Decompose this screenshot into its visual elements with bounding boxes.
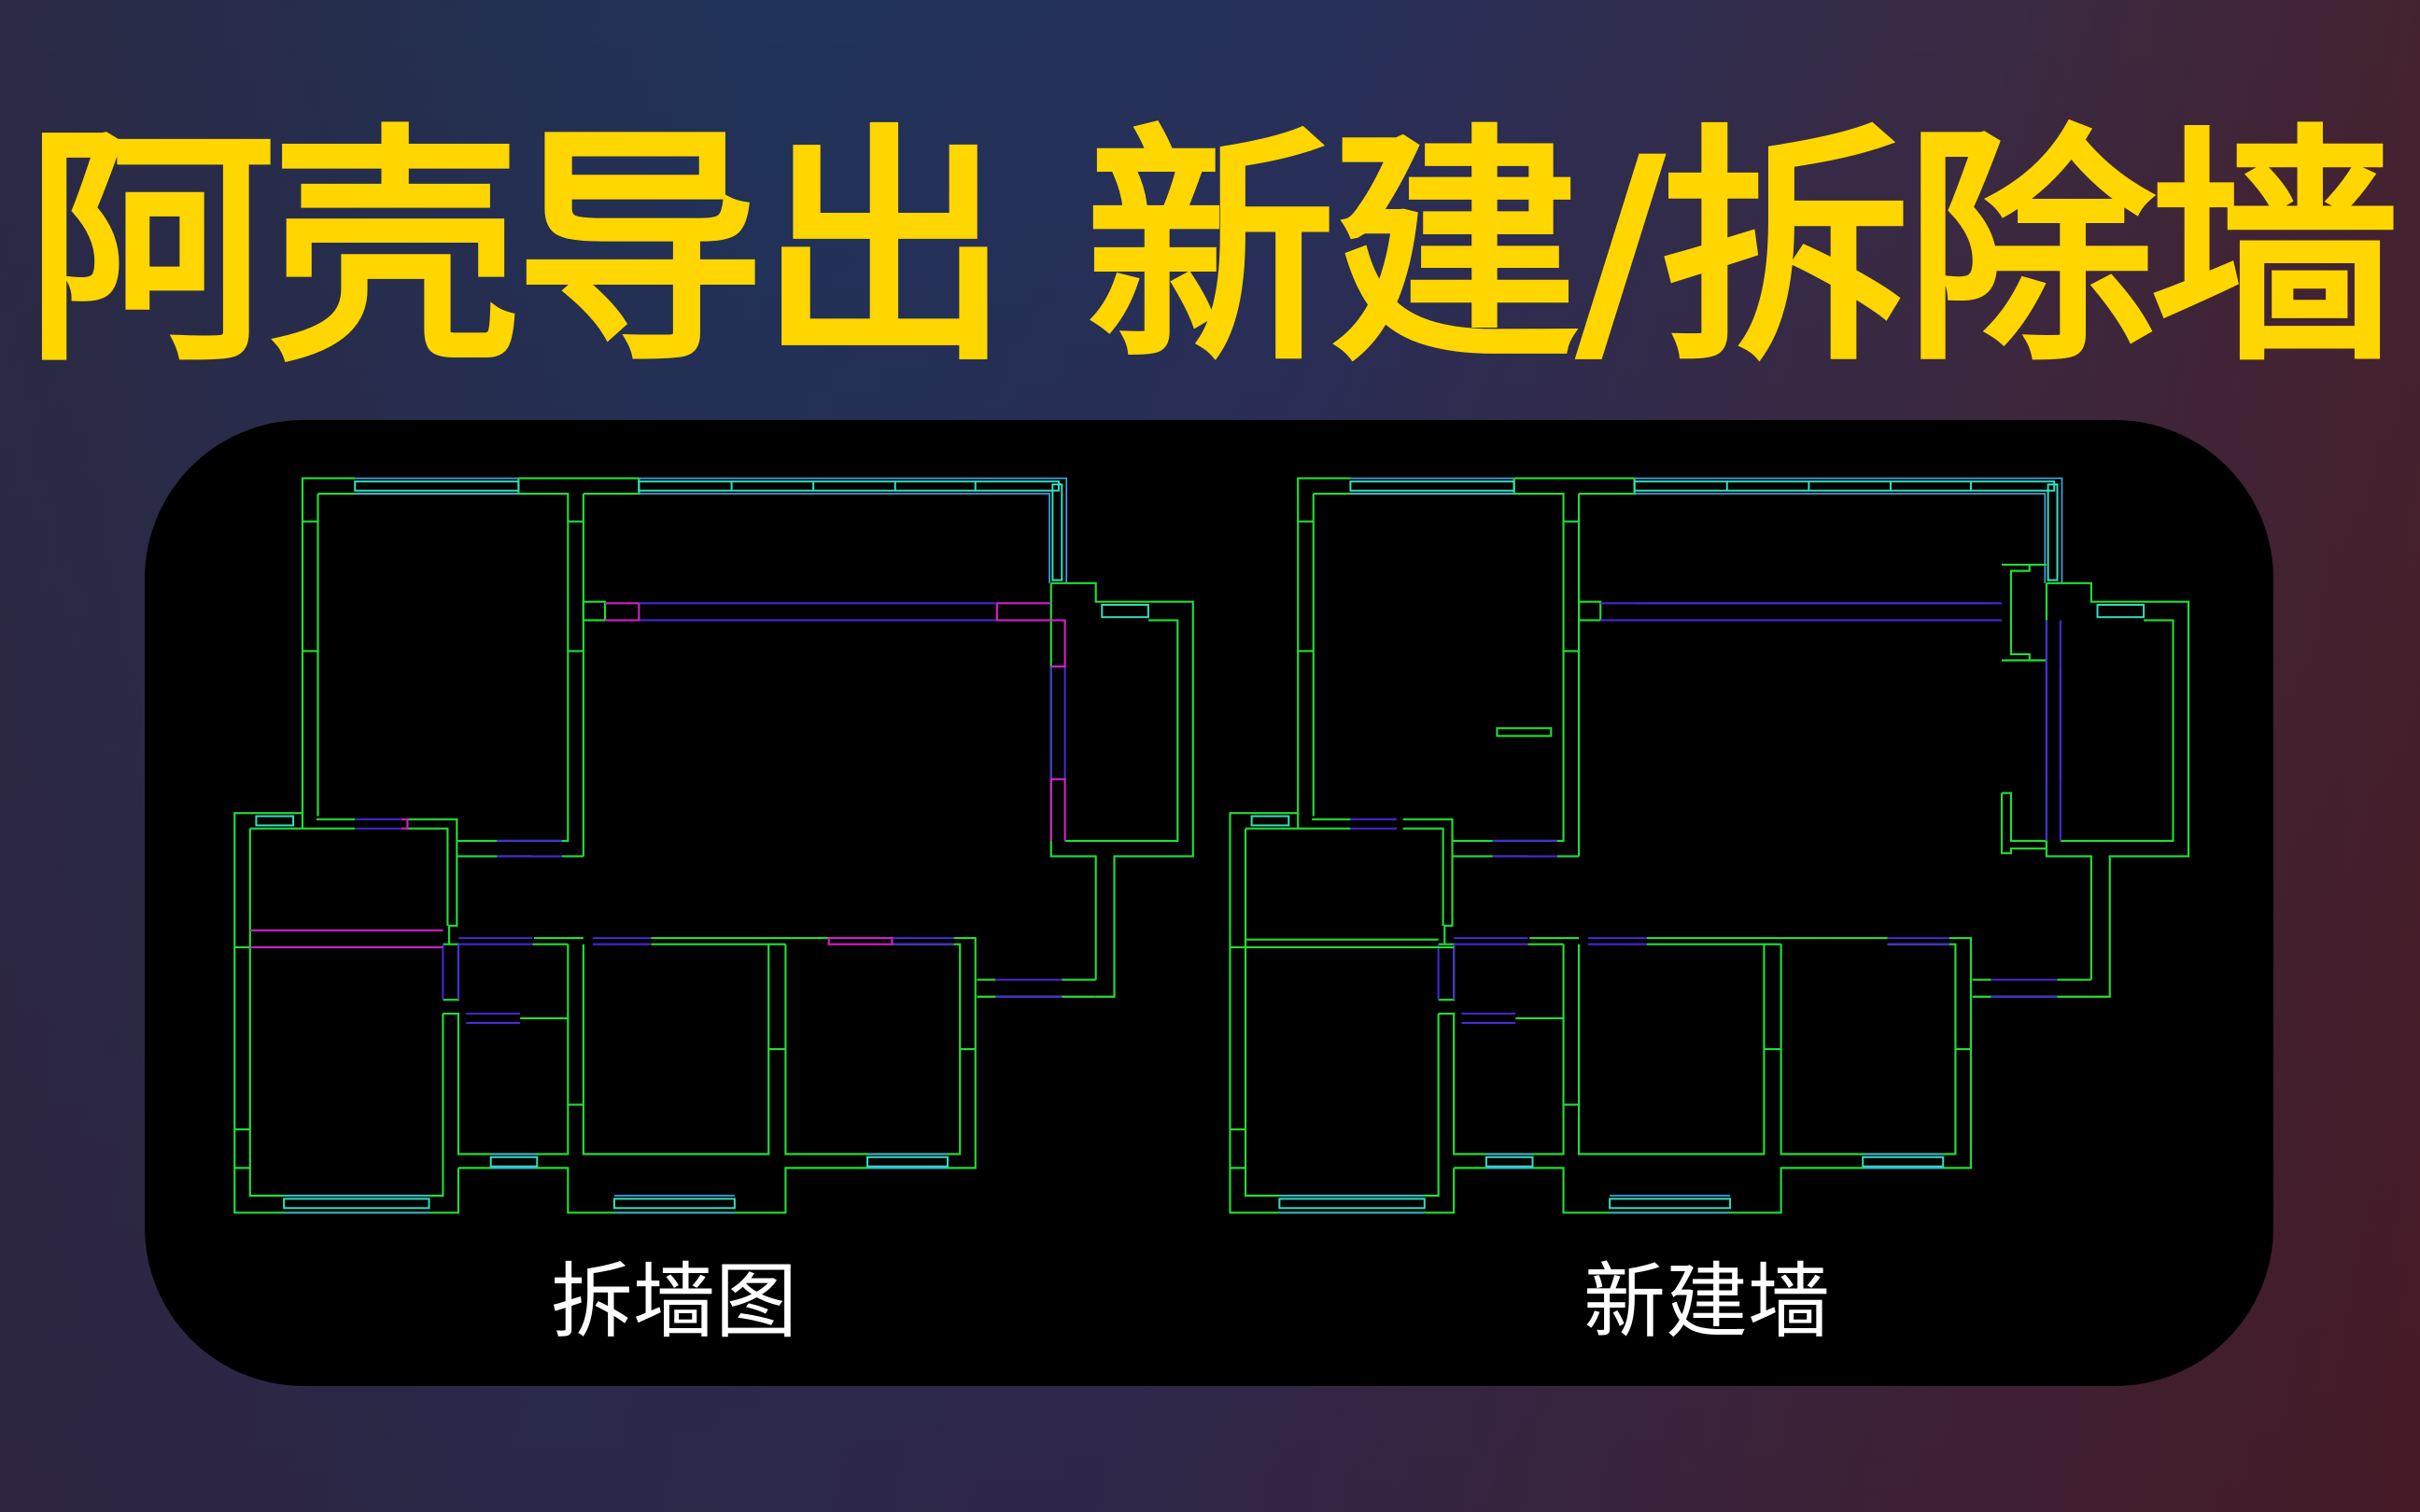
floorplan-panel bbox=[145, 420, 2273, 1386]
new-wall-floorplan bbox=[1229, 477, 2190, 1214]
panel-label-new-wall: 新建墙 bbox=[1583, 1253, 1831, 1350]
panel-label-demolition: 拆墙图 bbox=[550, 1253, 798, 1350]
page-title: 阿壳导出 新建/拆除墙 bbox=[25, 105, 2399, 396]
demolition-floorplan bbox=[233, 477, 1194, 1214]
